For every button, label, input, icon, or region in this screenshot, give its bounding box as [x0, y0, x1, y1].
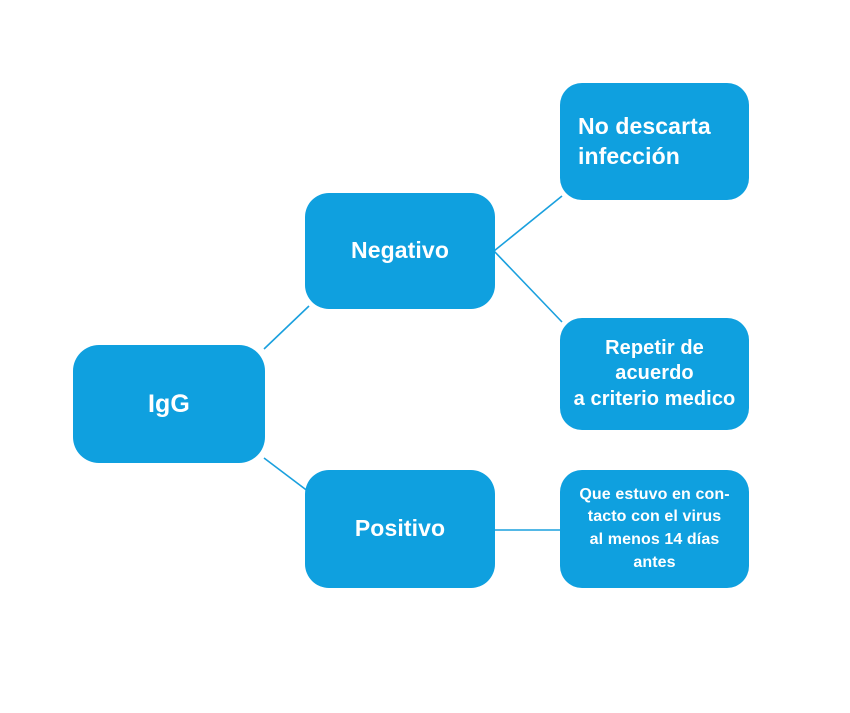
- node-negativo[interactable]: Negativo: [305, 193, 495, 309]
- node-repetir-criterio-medico[interactable]: Repetir de acuerdo a criterio medico: [560, 318, 749, 430]
- node-positivo-label: Positivo: [354, 515, 446, 542]
- edge-igg-negativo: [263, 305, 310, 350]
- edge-igg-positivo: [263, 457, 310, 493]
- node-no-descarta-infeccion[interactable]: No descarta infección: [560, 83, 749, 200]
- node-contacto-virus-label: Que estuvo en con- tacto con el virus al…: [579, 485, 730, 571]
- node-no-descarta-infeccion-label: No descarta infección: [578, 113, 711, 169]
- edge-negativo-repetir: [493, 250, 563, 323]
- node-contacto-virus[interactable]: Que estuvo en con- tacto con el virus al…: [560, 470, 749, 588]
- node-repetir-criterio-medico-label: Repetir de acuerdo a criterio medico: [573, 336, 736, 410]
- node-igg[interactable]: IgG: [73, 345, 265, 463]
- node-positivo[interactable]: Positivo: [305, 470, 495, 588]
- edge-negativo-no-descarta: [493, 195, 563, 252]
- node-igg-label: IgG: [148, 390, 190, 418]
- node-negativo-label: Negativo: [351, 237, 449, 264]
